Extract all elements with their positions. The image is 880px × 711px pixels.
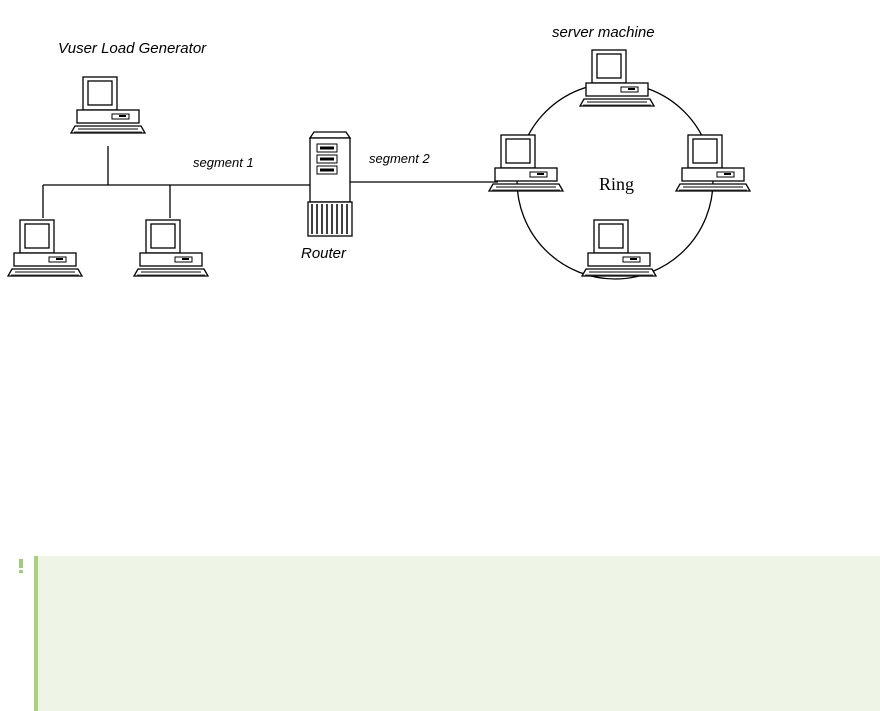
server-machine-label: server machine xyxy=(552,24,655,41)
router-label: Router xyxy=(301,245,347,262)
computer-icon xyxy=(133,219,209,277)
network-diagram: Vuser Load Generator server machine segm… xyxy=(7,24,751,280)
computer-icon xyxy=(70,76,146,134)
router-icon xyxy=(307,131,353,237)
exclamation-icon xyxy=(18,559,24,573)
ring-label: Ring xyxy=(599,174,634,194)
computer-icon xyxy=(7,219,83,277)
computer-icon xyxy=(488,134,564,192)
segment-2-label: segment 2 xyxy=(369,151,430,166)
computer-icon xyxy=(581,219,657,277)
vuser-load-generator-label: Vuser Load Generator xyxy=(58,40,207,57)
segment-1-label: segment 1 xyxy=(193,155,254,170)
note-box xyxy=(34,556,880,711)
computer-icon xyxy=(579,49,655,107)
